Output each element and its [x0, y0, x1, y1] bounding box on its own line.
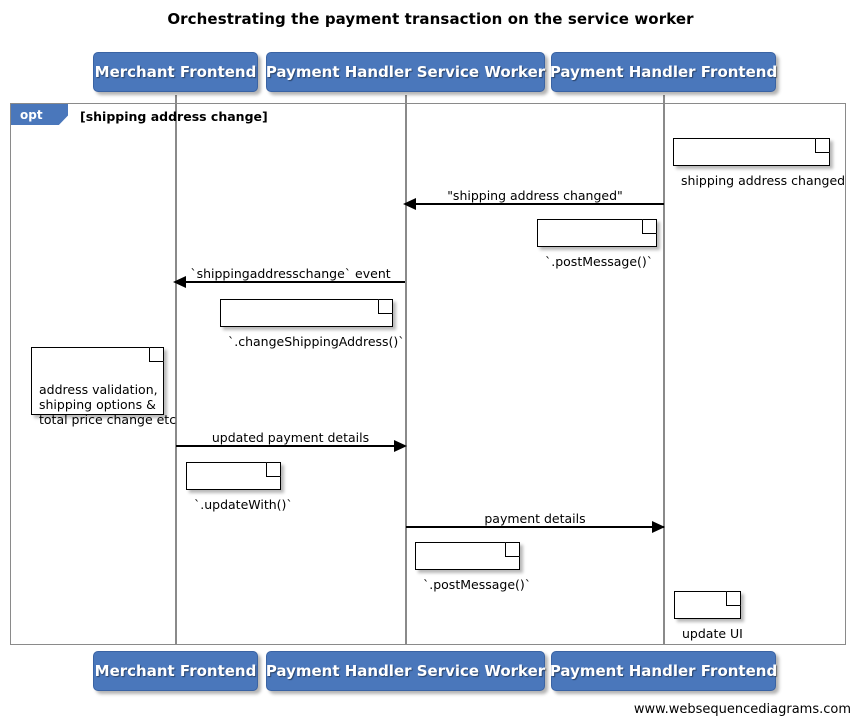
note-text: shipping address changed — [681, 173, 846, 188]
arrow-head-right-icon — [652, 521, 665, 533]
note-fold-corner-icon — [378, 299, 393, 314]
opt-fragment-frame — [10, 103, 846, 645]
note-text: update UI — [682, 626, 743, 641]
message-line-updated-payment-details — [176, 445, 405, 447]
note-fold-corner-icon — [642, 219, 657, 234]
participant-label: Payment Handler Frontend — [549, 662, 778, 680]
arrow-head-right-icon — [394, 440, 407, 452]
participant-bottom-payment-handler-service-worker[interactable]: Payment Handler Service Worker — [266, 651, 545, 691]
participant-label: Merchant Frontend — [94, 63, 257, 81]
note-update-with: `.updateWith()` — [186, 462, 293, 512]
arrow-head-left-icon — [173, 276, 186, 288]
arrow-head-left-icon — [403, 198, 416, 210]
note-fold-corner-icon — [505, 542, 520, 557]
note-post-message-2: `.postMessage()` — [415, 542, 531, 592]
message-label-shipping-address-changed: "shipping address changed" — [447, 188, 623, 203]
participant-label: Payment Handler Service Worker — [265, 63, 546, 81]
message-line-shipping-address-changed — [406, 203, 664, 205]
message-label-payment-details: payment details — [484, 511, 586, 526]
participant-label: Merchant Frontend — [94, 662, 257, 680]
participant-top-payment-handler-frontend[interactable]: Payment Handler Frontend — [549, 52, 778, 92]
message-label-updated-payment-details: updated payment details — [211, 430, 370, 445]
note-change-shipping-address: `.changeShippingAddress()` — [220, 299, 405, 349]
participant-top-payment-handler-service-worker[interactable]: Payment Handler Service Worker — [266, 52, 545, 92]
page-title: Orchestrating the payment transaction on… — [167, 10, 694, 28]
opt-fragment-guard: [shipping address change] — [80, 109, 268, 124]
participant-top-merchant-frontend[interactable]: Merchant Frontend — [93, 52, 258, 92]
note-fold-corner-icon — [266, 462, 281, 477]
note-text: address validation, shipping options & t… — [39, 382, 177, 427]
note-update-ui: update UI — [674, 591, 743, 641]
note-fold-corner-icon — [726, 591, 741, 606]
note-text: `.postMessage()` — [545, 254, 654, 269]
footer-credit: www.websequencediagrams.com — [633, 702, 851, 717]
participant-bottom-payment-handler-frontend[interactable]: Payment Handler Frontend — [549, 651, 778, 691]
participant-bottom-merchant-frontend[interactable]: Merchant Frontend — [93, 651, 258, 691]
note-fold-corner-icon — [815, 138, 830, 153]
message-line-payment-details — [406, 526, 664, 528]
note-address-validation: address validation, shipping options & t… — [31, 347, 176, 427]
opt-fragment-tag: opt — [11, 104, 68, 125]
message-line-shippingaddresschange-event — [176, 281, 405, 283]
note-text: `.postMessage()` — [423, 577, 532, 592]
note-post-message-1: `.postMessage()` — [537, 219, 657, 269]
note-shipping-address-changed: shipping address changed — [673, 138, 845, 188]
message-label-shippingaddresschange-event: `shippingaddresschange` event — [190, 266, 391, 281]
note-text: `.changeShippingAddress()` — [228, 334, 405, 349]
note-fold-corner-icon — [149, 347, 164, 362]
lifeline-payment-handler-service-worker — [405, 95, 407, 645]
participant-label: Payment Handler Service Worker — [265, 662, 546, 680]
lifeline-merchant-frontend — [175, 95, 177, 645]
participant-label: Payment Handler Frontend — [549, 63, 778, 81]
note-text: `.updateWith()` — [194, 497, 293, 512]
lifeline-payment-handler-frontend — [663, 95, 665, 645]
